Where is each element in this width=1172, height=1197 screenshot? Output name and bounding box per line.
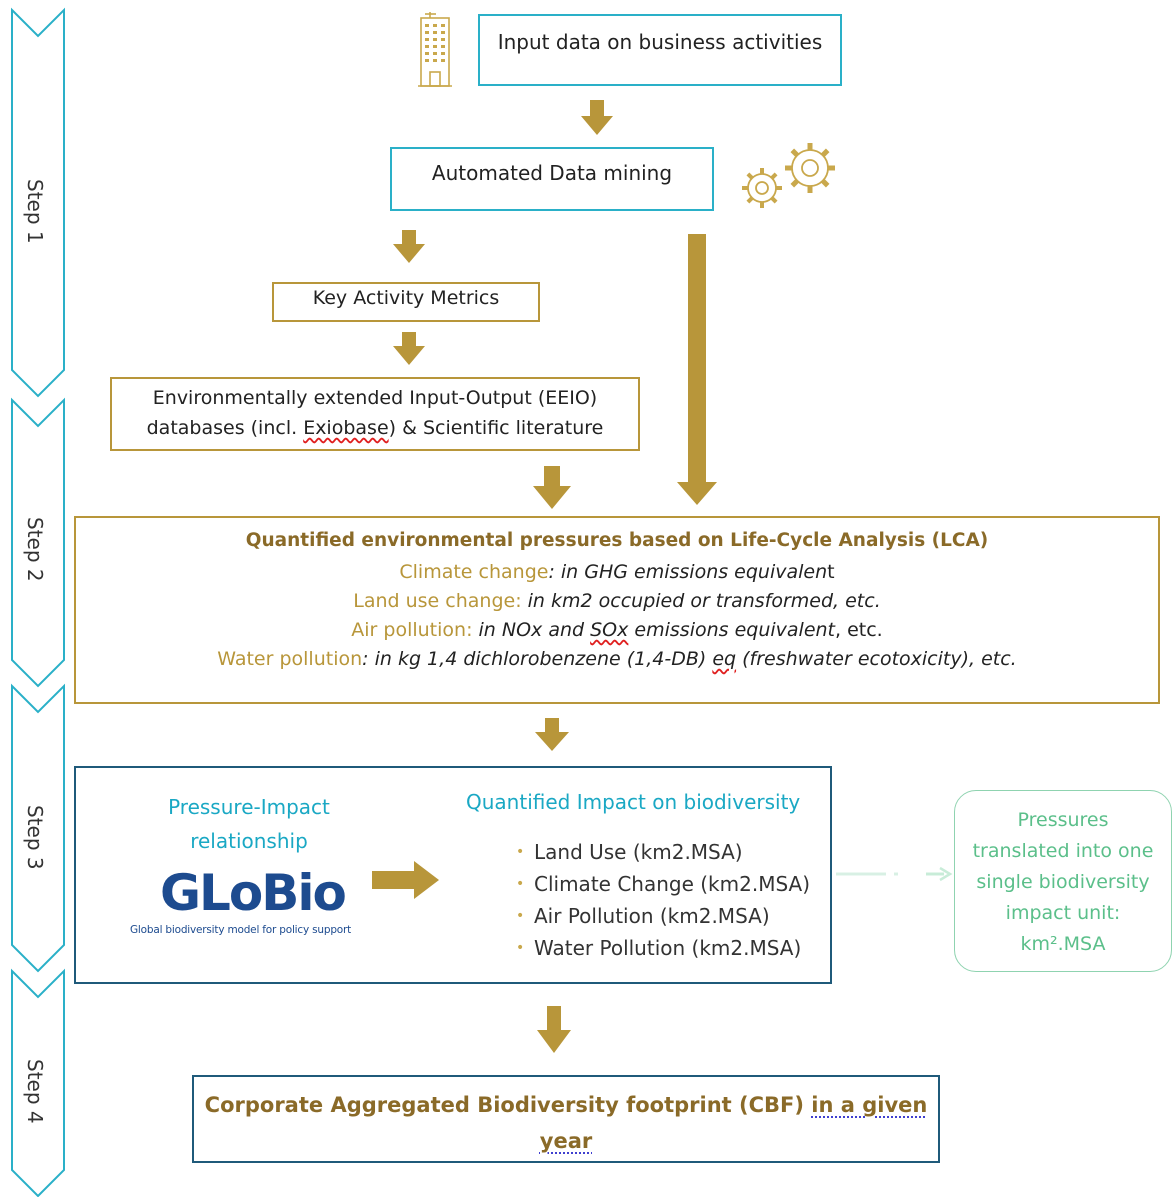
step-1-chevron — [11, 7, 65, 398]
gears-icon — [742, 143, 835, 208]
arrow-down-icon — [537, 1006, 571, 1053]
side-note-line: Pressures — [1017, 809, 1109, 831]
globio-logo-subtitle: Global biodiversity model for policy sup… — [130, 924, 352, 936]
step-4-chevron — [11, 968, 65, 1197]
step-3-chevron — [11, 683, 65, 973]
key-activity-metrics-text: Key Activity Metrics — [312, 287, 500, 309]
step3-box: Pressure-Impact relationship GLoBio Glob… — [74, 766, 832, 984]
data-mining-box: Automated Data mining — [390, 147, 714, 211]
lca-climate: Climate change: in GHG emissions equival… — [399, 561, 835, 583]
list-item: Land Use (km2.MSA) — [488, 836, 810, 868]
step-2-chevron — [11, 397, 65, 688]
globio-logo: GLoBio Global biodiversity model for pol… — [130, 868, 370, 936]
building-icon — [418, 12, 452, 87]
lca-box: Quantified environmental pressures based… — [74, 516, 1160, 704]
input-data-text: Input data on business activities — [497, 30, 823, 54]
step-3-label: Step 3 — [23, 805, 47, 870]
data-mining-text: Automated Data mining — [431, 161, 673, 185]
lca-title: Quantified environmental pressures based… — [245, 530, 989, 551]
cbf-text-c: year — [539, 1129, 593, 1153]
step-chevrons — [11, 7, 65, 1197]
dashed-arrow-icon — [836, 866, 953, 882]
lca-water: Water pollution: in kg 1,4 dichlorobenze… — [217, 648, 1017, 670]
step-1-label: Step 1 — [23, 179, 47, 244]
arrow-down-icon — [533, 466, 571, 509]
impact-title: Quantified Impact on biodiversity — [466, 790, 801, 814]
cbf-box: Corporate Aggregated Biodiversity footpr… — [192, 1075, 940, 1163]
key-activity-metrics-box: Key Activity Metrics — [272, 282, 540, 322]
list-item: Water Pollution (km2.MSA) — [488, 932, 810, 964]
arrow-down-icon — [393, 230, 425, 263]
step-2-label: Step 2 — [23, 517, 47, 582]
globio-logo-text: GLoBio — [160, 864, 347, 922]
arrow-down-icon — [677, 234, 717, 505]
eeio-line-1: Environmentally extended Input-Output (E… — [152, 387, 598, 409]
side-note-box: Pressures translated into one single bio… — [954, 790, 1172, 972]
pressure-impact-title: Pressure-Impact relationship — [168, 795, 330, 853]
side-note-line: impact unit: — [1005, 902, 1121, 924]
arrow-down-icon — [581, 100, 613, 135]
cbf-text-a: Corporate Aggregated Biodiversity footpr… — [204, 1093, 812, 1117]
arrow-right-icon — [372, 861, 439, 899]
cbf-text-b: in a given — [811, 1093, 928, 1117]
list-item: Climate Change (km2.MSA) — [488, 868, 810, 900]
arrow-down-icon — [535, 718, 569, 751]
side-note-line: km².MSA — [1020, 933, 1106, 955]
arrow-down-icon — [393, 332, 425, 365]
input-data-box: Input data on business activities — [478, 14, 842, 86]
impact-list: Land Use (km2.MSA) Climate Change (km2.M… — [488, 836, 810, 964]
step-4-label: Step 4 — [23, 1059, 47, 1124]
side-note-line: translated into one — [972, 840, 1154, 862]
lca-air: Air pollution: in NOx and SOx emissions … — [351, 619, 883, 641]
eeio-line-2: databases (incl. Exiobase) & Scientific … — [146, 417, 604, 439]
list-item: Air Pollution (km2.MSA) — [488, 900, 810, 932]
side-note-line: single biodiversity — [976, 871, 1150, 893]
eeio-box: Environmentally extended Input-Output (E… — [110, 377, 640, 451]
lca-land-use: Land use change: in km2 occupied or tran… — [353, 590, 881, 612]
